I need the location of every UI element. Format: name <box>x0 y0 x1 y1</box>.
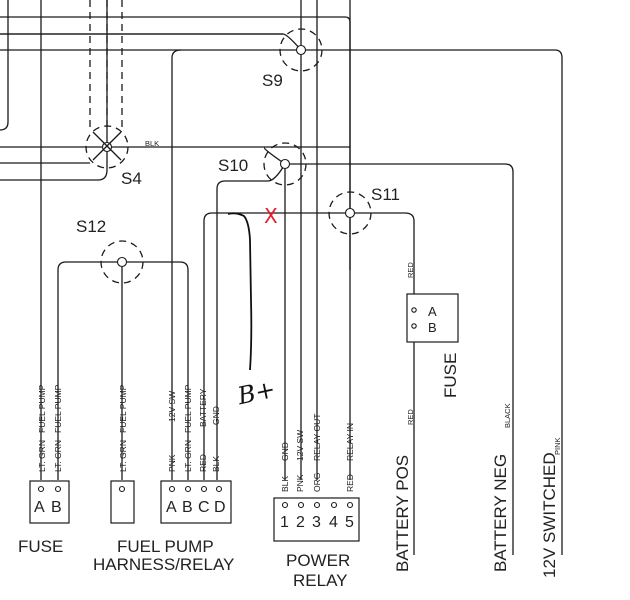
connector-fuse-left: LT. GRN FUEL PUMP LT. GRN FUEL PUMP A B … <box>18 384 70 556</box>
splice-s10: S10 <box>218 142 307 186</box>
wire-s12-fuse-b <box>57 261 67 480</box>
harness-pin-b: B <box>182 499 193 516</box>
splice-s11: S11 <box>328 185 400 235</box>
harness-pin-c: C <box>198 499 210 516</box>
wire-label-relay-3-color: ORG <box>312 473 322 492</box>
wire-s11-fuse-battery-pos <box>404 212 415 555</box>
connector-fuse-right: RED A B FUSE RED <box>406 262 460 425</box>
wire-label-relay-1-color: BLK <box>280 476 290 492</box>
relay-pin-4: 4 <box>329 514 338 531</box>
harness-title-2: HARNESS/RELAY <box>93 555 234 574</box>
splice-s9: S9 <box>262 28 323 90</box>
wire-s10-battery-neg <box>285 163 514 555</box>
wire-label-harness-d-func: GND <box>211 406 221 425</box>
splice-s12: S12 <box>76 217 144 284</box>
wire-top-1-down <box>344 16 351 270</box>
fuse-left-pin-a: A <box>34 499 45 516</box>
relay-pin-1: 1 <box>280 514 289 531</box>
fuse-right-pin-a: A <box>428 304 437 319</box>
splice-s11-label: S11 <box>371 185 400 204</box>
wire-s10-gnd <box>216 163 286 480</box>
wire-label-red-bottom: RED <box>406 409 415 425</box>
wire-s11-battery <box>203 212 213 480</box>
wire-s9-12v-switched <box>301 49 563 555</box>
wire-label-single-func: FUEL PUMP <box>118 384 128 433</box>
fuse-left-pin-b: B <box>51 499 62 516</box>
wire-label-harness-b-func: FUEL PUMP <box>183 384 193 433</box>
wire-label-fuse-b-func: FUEL PUMP <box>53 384 63 433</box>
wire-s4-3 <box>0 147 108 181</box>
relay-pin-5: 5 <box>345 514 354 531</box>
wire-left-loop <box>0 0 9 131</box>
wire-label-relay-5-func: RELAY IN <box>345 423 355 461</box>
relay-pin-3: 3 <box>312 514 321 531</box>
wire-s9-fuelpump-b <box>171 49 182 480</box>
splice-s9-label: S9 <box>262 71 283 90</box>
harness-pin-a: A <box>166 499 177 516</box>
wire-label-harness-a-func: 12V SW <box>167 391 177 422</box>
wire-s12-harness-b <box>179 261 189 480</box>
fuse-left-title: FUSE <box>18 537 63 556</box>
wire-label-black: BLACK <box>503 403 512 428</box>
relay-title-2: RELAY <box>293 571 348 590</box>
connector-fuel-pump-harness: LT. GRN FUEL PUMP PNK 12V SW LT. GRN FUE… <box>93 384 234 574</box>
wire-group-s11 <box>203 0 415 555</box>
wire-s9-in <box>0 33 302 51</box>
wire-label-pink: PINK <box>553 437 562 455</box>
relay-title-1: POWER <box>286 551 350 570</box>
wire-label-blk: BLK <box>145 139 159 148</box>
splice-s4-label: S4 <box>121 169 142 188</box>
handwritten-annotation: B+ X <box>227 204 278 410</box>
wire-label-harness-c-color: RED <box>198 454 208 472</box>
wire-label-relay-5-color: RED <box>345 474 355 492</box>
wire-label-red-top: RED <box>406 262 415 278</box>
wire-label-harness-c-func: BATTERY <box>198 388 208 427</box>
terminal-battery-neg: BATTERY NEG <box>491 454 510 572</box>
handwritten-b-plus: B+ <box>234 375 278 410</box>
wire-label-relay-2-func: 12V SW <box>295 430 305 461</box>
wire-label-fuse-a-color: LT. GRN <box>37 440 47 472</box>
terminal-battery-pos: BATTERY POS <box>393 455 412 572</box>
wire-label-relay-3-func: RELAY OUT <box>312 414 322 461</box>
wire-label-fuse-b-color: LT. GRN <box>53 440 63 472</box>
wire-label-harness-a-color: PNK <box>167 454 177 472</box>
wire-label-relay-1-func: GND <box>280 442 290 461</box>
wire-label-single-color: LT. GRN <box>118 440 128 472</box>
splice-s10-label: S10 <box>218 156 248 175</box>
fuse-right-title: FUSE <box>441 353 460 398</box>
fuse-right-pin-b: B <box>428 320 437 335</box>
wire-label-relay-2-color: PNK <box>295 474 305 492</box>
relay-pin-2: 2 <box>296 514 305 531</box>
wire-label-harness-b-color: LT. GRN <box>183 440 193 472</box>
splice-s4: S4 <box>85 125 142 188</box>
terminal-12v-switched: 12V SWITCHED <box>540 452 559 578</box>
red-cut-mark: X <box>264 204 278 228</box>
harness-pin-d: D <box>214 499 226 516</box>
wire-label-harness-d-color: BLK <box>211 456 221 472</box>
wire-group-s10 <box>216 147 514 555</box>
wire-label-fuse-a-func: FUEL PUMP <box>37 384 47 433</box>
connector-power-relay: BLK GND PNK 12V SW ORG RELAY OUT RED REL… <box>273 414 360 590</box>
splice-s12-label: S12 <box>76 217 106 236</box>
handwritten-wire-line <box>227 212 253 371</box>
terminal-labels: BATTERY POS BLACK BATTERY NEG PINK 12V S… <box>393 403 562 578</box>
harness-title-1: FUEL PUMP <box>117 537 214 556</box>
